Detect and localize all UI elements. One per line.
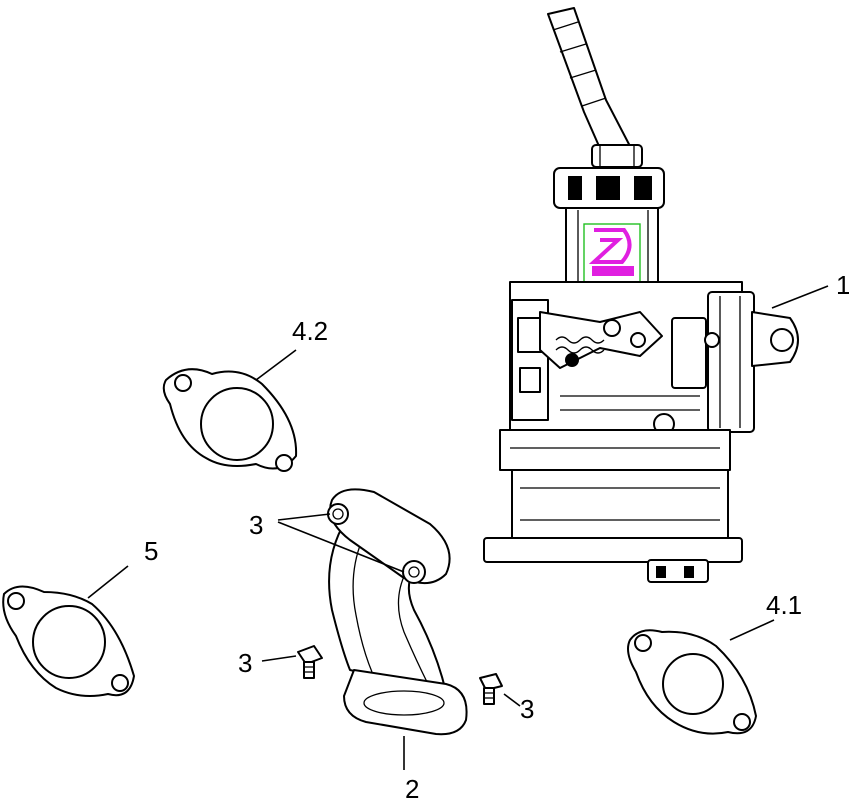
leader-lines (87, 285, 829, 770)
bolt-upper (327, 503, 349, 525)
callout-4-1: 4.1 (766, 590, 802, 620)
bolt-right (479, 673, 503, 705)
callout-4-2: 4.2 (292, 316, 328, 346)
intake-pipe-part (328, 488, 468, 736)
gasket-5 (2, 585, 135, 697)
callout-3-right: 3 (520, 694, 534, 724)
callout-1: 1 (836, 270, 849, 300)
gasket-4-1 (627, 629, 757, 735)
gasket-4-2 (162, 368, 298, 472)
bolt-left (297, 645, 323, 679)
carburetor-part (483, 7, 799, 583)
bolt-upper-second (402, 560, 426, 584)
callout-2: 2 (405, 774, 419, 800)
callout-3-upper: 3 (249, 510, 263, 540)
callout-3-left: 3 (238, 648, 252, 678)
callout-5: 5 (144, 536, 158, 566)
